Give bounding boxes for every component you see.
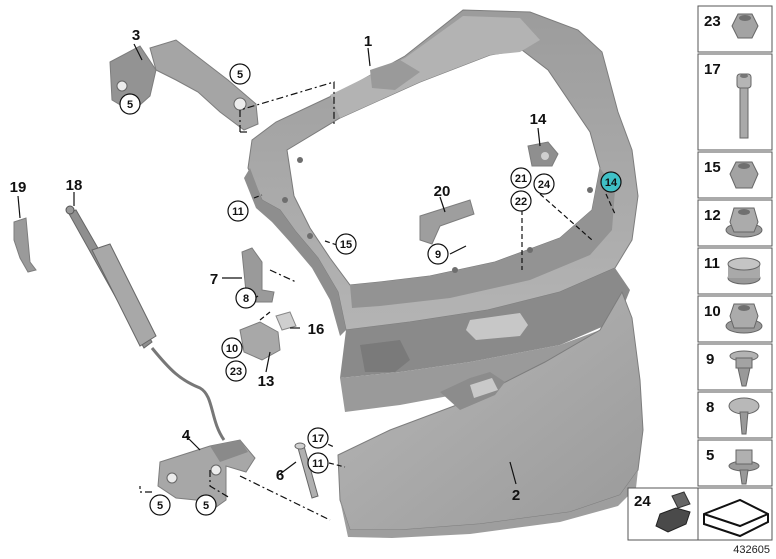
flange-nut-10-icon <box>725 303 763 334</box>
strut-bracket <box>13 217 37 273</box>
panel-label-11: 11 <box>704 255 720 272</box>
nut-15-icon <box>729 161 759 189</box>
svg-text:21: 21 <box>515 173 527 185</box>
svg-text:5: 5 <box>127 99 133 111</box>
panel-label-23: 23 <box>704 13 721 30</box>
callout-5-hinge-left: 5 <box>119 93 141 115</box>
callout-labels: 1 2 3 4 6 7 13 14 16 18 19 20 <box>10 27 547 504</box>
screw-9-icon <box>729 350 759 387</box>
cap-11-icon <box>727 257 761 285</box>
clip-24-icon <box>655 491 691 533</box>
svg-text:10: 10 <box>226 343 238 355</box>
callout-18: 18 <box>66 177 83 194</box>
svg-text:11: 11 <box>312 458 324 470</box>
buffer-cap <box>527 141 559 167</box>
svg-text:11: 11 <box>232 206 244 218</box>
panel-label-8: 8 <box>706 399 714 416</box>
upper-hinge <box>109 39 259 131</box>
svg-text:17: 17 <box>312 433 324 445</box>
panel-label-5: 5 <box>706 447 714 464</box>
svg-text:14: 14 <box>605 177 618 189</box>
callout-1: 1 <box>364 33 372 50</box>
callout-5-lower-left: 5 <box>149 494 171 516</box>
screw-8-icon <box>728 397 760 435</box>
callout-5-upper-hinge: 5 <box>229 63 251 85</box>
callout-7: 7 <box>210 271 218 288</box>
svg-text:5: 5 <box>237 69 243 81</box>
svg-text:22: 22 <box>515 196 527 208</box>
bolt-17-icon <box>736 73 752 139</box>
svg-text:24: 24 <box>538 179 551 191</box>
callout-9: 9 <box>427 243 449 265</box>
svg-text:8: 8 <box>243 293 249 305</box>
svg-text:5: 5 <box>203 500 209 512</box>
trim-strip-icon <box>703 498 769 538</box>
callout-22: 22 <box>510 190 532 212</box>
callout-24: 24 <box>533 173 555 195</box>
callout-11-frame: 11 <box>227 200 249 222</box>
callout-11-trim: 11 <box>307 452 329 474</box>
callout-13: 13 <box>258 373 275 390</box>
panel-label-15: 15 <box>704 159 721 176</box>
callout-21: 21 <box>510 167 532 189</box>
panel-label-9: 9 <box>706 351 714 368</box>
flange-nut-12-icon <box>725 207 763 238</box>
panel-label-17: 17 <box>704 61 721 78</box>
panel-label-24: 24 <box>634 493 651 510</box>
panel-label-12: 12 <box>704 207 721 224</box>
callout-5-lower-right: 5 <box>195 494 217 516</box>
callout-14-highlighted: 14 <box>600 171 622 193</box>
svg-text:9: 9 <box>435 249 441 261</box>
callout-20: 20 <box>434 183 451 200</box>
svg-text:5: 5 <box>157 500 163 512</box>
svg-text:15: 15 <box>340 239 352 251</box>
screw-5-icon <box>728 449 760 485</box>
outer-trim-panel <box>337 290 644 538</box>
lower-hinge <box>157 439 256 511</box>
callout-4: 4 <box>182 427 191 444</box>
nut-23-icon <box>731 13 759 39</box>
pin-bolt <box>294 442 319 499</box>
callout-10: 10 <box>221 337 243 359</box>
gas-strut <box>65 205 226 441</box>
callout-2: 2 <box>512 487 520 504</box>
callout-8: 8 <box>235 287 257 309</box>
callout-17: 17 <box>307 427 329 449</box>
circled-callouts: 5 5 5 5 8 9 10 11 <box>119 63 622 516</box>
callout-19: 19 <box>10 179 27 196</box>
callout-15: 15 <box>335 233 357 255</box>
callout-14: 14 <box>530 111 547 128</box>
panel-label-10: 10 <box>704 303 721 320</box>
reference-number: 432605 <box>733 544 770 556</box>
inner-handle <box>419 199 475 245</box>
fastener-panel: 23 17 15 12 11 10 9 8 5 24 <box>627 5 773 541</box>
callout-6: 6 <box>276 467 284 484</box>
svg-text:23: 23 <box>230 366 242 378</box>
callout-3: 3 <box>132 27 140 44</box>
callout-16: 16 <box>308 321 325 338</box>
leader-lines <box>17 43 616 521</box>
callout-23: 23 <box>225 360 247 382</box>
